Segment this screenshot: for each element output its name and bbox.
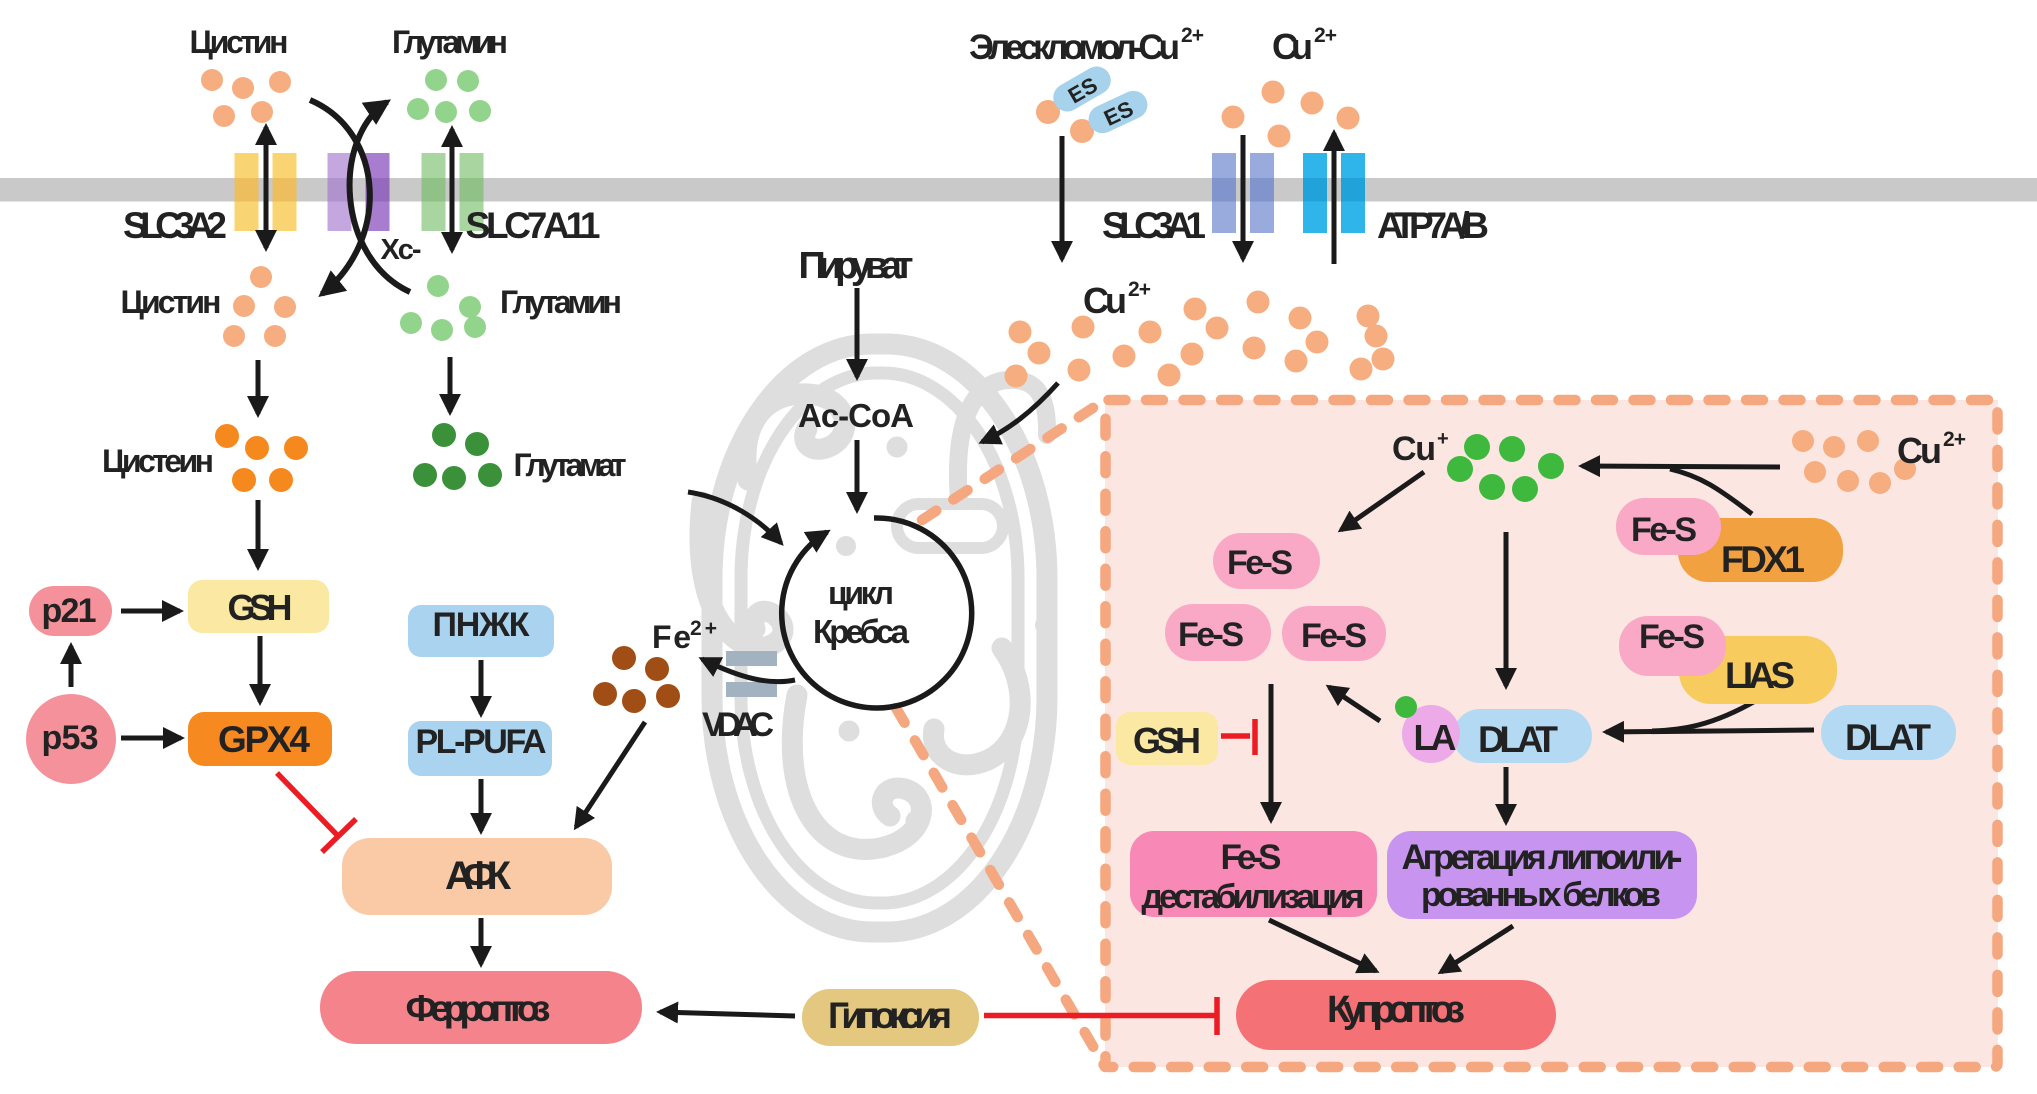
svg-text:Fe-S: Fe-S: [1227, 544, 1293, 582]
svg-text:Fe-S: Fe-S: [1631, 511, 1697, 549]
svg-text:Cu: Cu: [1897, 430, 1942, 471]
svg-text:PL-PUFA: PL-PUFA: [416, 723, 547, 761]
svg-text:p53: p53: [42, 719, 99, 757]
svg-text:Ac-CoA: Ac-CoA: [798, 397, 914, 434]
svg-text:SLC3A1: SLC3A1: [1102, 205, 1206, 246]
svg-text:Кребса: Кребса: [813, 613, 910, 650]
svg-text:Fe-S: Fe-S: [1301, 617, 1367, 655]
svg-text:2+: 2+: [1128, 278, 1151, 301]
svg-text:LA: LA: [1414, 717, 1457, 758]
svg-text:Глутамин: Глутамин: [392, 24, 508, 60]
svg-text:Агрегация липоили-: Агрегация липоили-: [1402, 838, 1683, 877]
svg-text:+: +: [1437, 428, 1449, 450]
svg-text:цикл: цикл: [828, 575, 894, 611]
svg-text:Cu: Cu: [1083, 280, 1127, 321]
svg-text:ATP7A/B: ATP7A/B: [1377, 205, 1489, 246]
svg-text:АФК: АФК: [445, 854, 512, 898]
svg-text:дестабилизация: дестабилизация: [1142, 878, 1365, 916]
svg-text:2+: 2+: [1314, 24, 1337, 47]
svg-text:Купроптоз: Купроптоз: [1327, 989, 1465, 1031]
svg-text:ПНЖК: ПНЖК: [433, 606, 530, 644]
svg-text:DLAT: DLAT: [1478, 719, 1558, 760]
svg-text:Ферроптоз: Ферроптоз: [406, 988, 551, 1029]
svg-text:Fe-S: Fe-S: [1639, 618, 1705, 656]
svg-text:SLC7A11: SLC7A11: [466, 205, 601, 246]
svg-text:Fe-S: Fe-S: [1221, 838, 1282, 877]
svg-text:LIAS: LIAS: [1725, 655, 1795, 696]
svg-text:Cu: Cu: [1272, 26, 1313, 67]
svg-text:Глутамат: Глутамат: [514, 447, 627, 483]
svg-text:Цистеин: Цистеин: [102, 443, 214, 479]
svg-text:2+: 2+: [1943, 428, 1966, 451]
svg-text:SLC3A2: SLC3A2: [123, 205, 227, 246]
svg-text:GSH: GSH: [1133, 720, 1201, 761]
svg-text:Fe-S: Fe-S: [1178, 616, 1244, 654]
svg-text:FDX1: FDX1: [1721, 539, 1805, 580]
svg-text:p21: p21: [42, 592, 97, 630]
svg-text:GPX4: GPX4: [218, 719, 310, 760]
svg-text:Xc-: Xc-: [381, 234, 422, 266]
svg-text:Элескломол-Cu: Элескломол-Cu: [969, 28, 1180, 67]
svg-text:Гипоксия: Гипоксия: [828, 995, 952, 1036]
svg-text:VDAC: VDAC: [702, 706, 774, 744]
svg-text:Цистин: Цистин: [121, 284, 222, 320]
svg-text:2+: 2+: [1181, 24, 1204, 47]
svg-text:Глутамин: Глутамин: [500, 284, 622, 320]
svg-text:Пируват: Пируват: [799, 245, 914, 287]
svg-text:GSH: GSH: [228, 587, 293, 628]
svg-text:Cu: Cu: [1392, 430, 1436, 468]
svg-text:рованных белков: рованных белков: [1421, 876, 1661, 914]
svg-text:Цистин: Цистин: [190, 24, 289, 60]
svg-text:Fe: Fe: [652, 619, 691, 655]
svg-text:DLAT: DLAT: [1845, 717, 1931, 758]
